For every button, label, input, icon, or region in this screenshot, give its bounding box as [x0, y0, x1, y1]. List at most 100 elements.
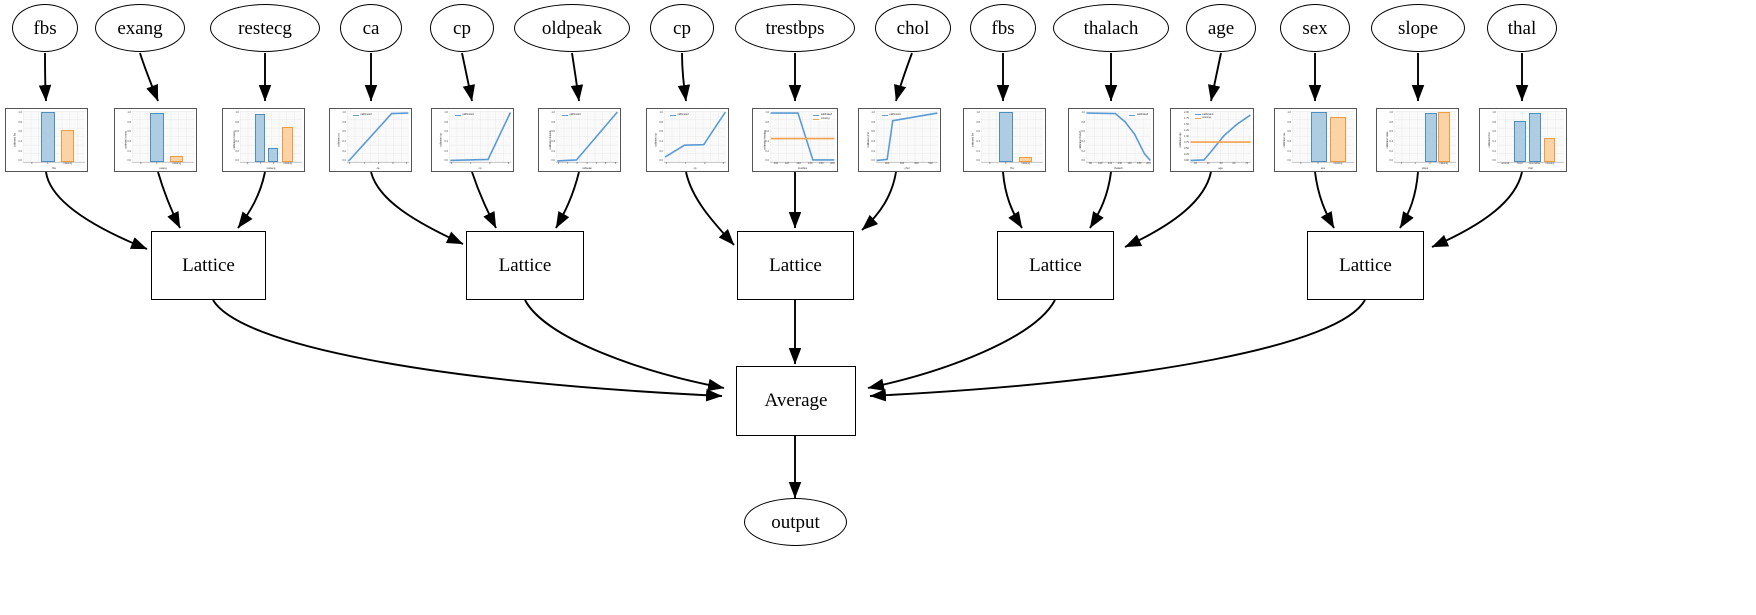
y-axis-label: calibrated slope: [1385, 131, 1389, 149]
feature-node-exang[interactable]: exang: [95, 4, 185, 52]
feature-node-thal[interactable]: thal: [1487, 4, 1557, 52]
x-tick-labels: 30 40 50 60 70 age: [1194, 162, 1249, 170]
output-label: output: [771, 511, 820, 533]
lattice-label: Lattice: [498, 254, 552, 276]
lattice-label: Lattice: [1029, 254, 1082, 276]
legend-swatch-missing: [813, 118, 820, 120]
bar-calibrated: [1425, 112, 1437, 162]
y-axis-label: calibrated trestbps: [763, 130, 767, 150]
feature-label: chol: [896, 17, 930, 39]
lattice-node-3[interactable]: Lattice: [997, 231, 1114, 300]
feature-node-trestbps[interactable]: trestbps: [735, 4, 855, 52]
x-axis-label: fbs: [1010, 166, 1014, 170]
plot-legend: calibrated: [880, 113, 902, 118]
x-tick-labels: 200 300 400 500 chol: [884, 162, 933, 170]
feature-label: exang: [117, 17, 163, 39]
bar-missing: [1329, 116, 1346, 162]
x-axis-label: exang: [159, 166, 167, 170]
feature-label: thal: [1507, 17, 1537, 39]
feature-node-chol[interactable]: chol: [875, 4, 951, 52]
grid-lines: [556, 111, 618, 162]
feature-node-thalach[interactable]: thalach: [1053, 4, 1169, 52]
x-axis-label: cp: [693, 166, 697, 170]
y-axis-label: calibrated restecg: [232, 130, 236, 150]
line-series-calibrated: [1086, 111, 1151, 162]
feature-node-sex[interactable]: sex: [1280, 4, 1350, 52]
x-axis-label: slope: [1421, 166, 1429, 170]
plot-area: calibrated: [1086, 111, 1151, 163]
feature-node-slope[interactable]: slope: [1371, 4, 1465, 52]
x-axis-label: restecg: [266, 166, 276, 170]
grid-lines: [876, 111, 938, 162]
bar-calibrated: [1310, 111, 1327, 162]
bar-missing: [282, 127, 293, 162]
legend-swatch-calibrated: [813, 114, 820, 116]
feature-node-restecg[interactable]: restecg: [210, 4, 320, 52]
lattice-node-4[interactable]: Lattice: [1307, 231, 1424, 300]
feature-node-age[interactable]: age: [1186, 4, 1256, 52]
feature-label: cp: [673, 17, 691, 39]
plot-area: [981, 111, 1043, 163]
feature-node-fbs[interactable]: fbs: [12, 4, 78, 52]
lattice-node-0[interactable]: Lattice: [151, 231, 266, 300]
y-axis-label: calibrated ca: [337, 133, 341, 147]
plot-area: calibrated: [876, 111, 938, 163]
x-axis-label: trestbps: [797, 166, 808, 170]
plot-legend: calibrated: [560, 113, 582, 118]
feature-node-fbs-2[interactable]: fbs: [970, 4, 1036, 52]
bar-calibrated-1: [1514, 121, 1526, 162]
bar-missing: [1018, 156, 1033, 162]
plot-area: [1292, 111, 1354, 163]
lattice-node-1[interactable]: Lattice: [466, 231, 584, 300]
x-tick-labels: 0 1 missing exang: [139, 162, 182, 170]
x-axis-label: thalach: [1114, 166, 1123, 170]
bar-calibrated-2: [267, 148, 279, 162]
feature-node-cp-2[interactable]: cp: [650, 4, 714, 52]
x-axis-label: oldpeak: [582, 166, 592, 170]
line-series-calibrated: [876, 111, 938, 162]
plot-area: [1394, 111, 1456, 163]
plot-area: [132, 111, 194, 163]
legend-swatch-calibrated: [881, 114, 888, 116]
plot-area: calibrated: [664, 111, 726, 163]
legend-swatch-calibrated: [669, 114, 676, 116]
x-tick-labels: 0 1 2 missing restecg: [246, 162, 293, 170]
x-axis-label: sex: [1320, 166, 1326, 170]
feature-label: thalach: [1083, 17, 1139, 39]
lattice-node-2[interactable]: Lattice: [737, 231, 854, 300]
x-tick-labels: 0 1 2 3 4 ca: [348, 162, 408, 170]
feature-label: ca: [362, 17, 380, 39]
feature-node-cp-1[interactable]: cp: [430, 4, 494, 52]
bar-missing: [169, 156, 184, 162]
feature-label: slope: [1397, 17, 1439, 39]
plot-legend: calibrated: [668, 113, 690, 118]
output-node[interactable]: output: [744, 498, 847, 546]
average-node[interactable]: Average: [736, 366, 856, 436]
plot-area: calibrated: [556, 111, 618, 163]
x-tick-labels: 0 1 missing fbs: [30, 162, 73, 170]
feature-node-oldpeak[interactable]: oldpeak: [514, 4, 630, 52]
feature-label: cp: [453, 17, 471, 39]
feature-node-ca[interactable]: ca: [340, 4, 402, 52]
